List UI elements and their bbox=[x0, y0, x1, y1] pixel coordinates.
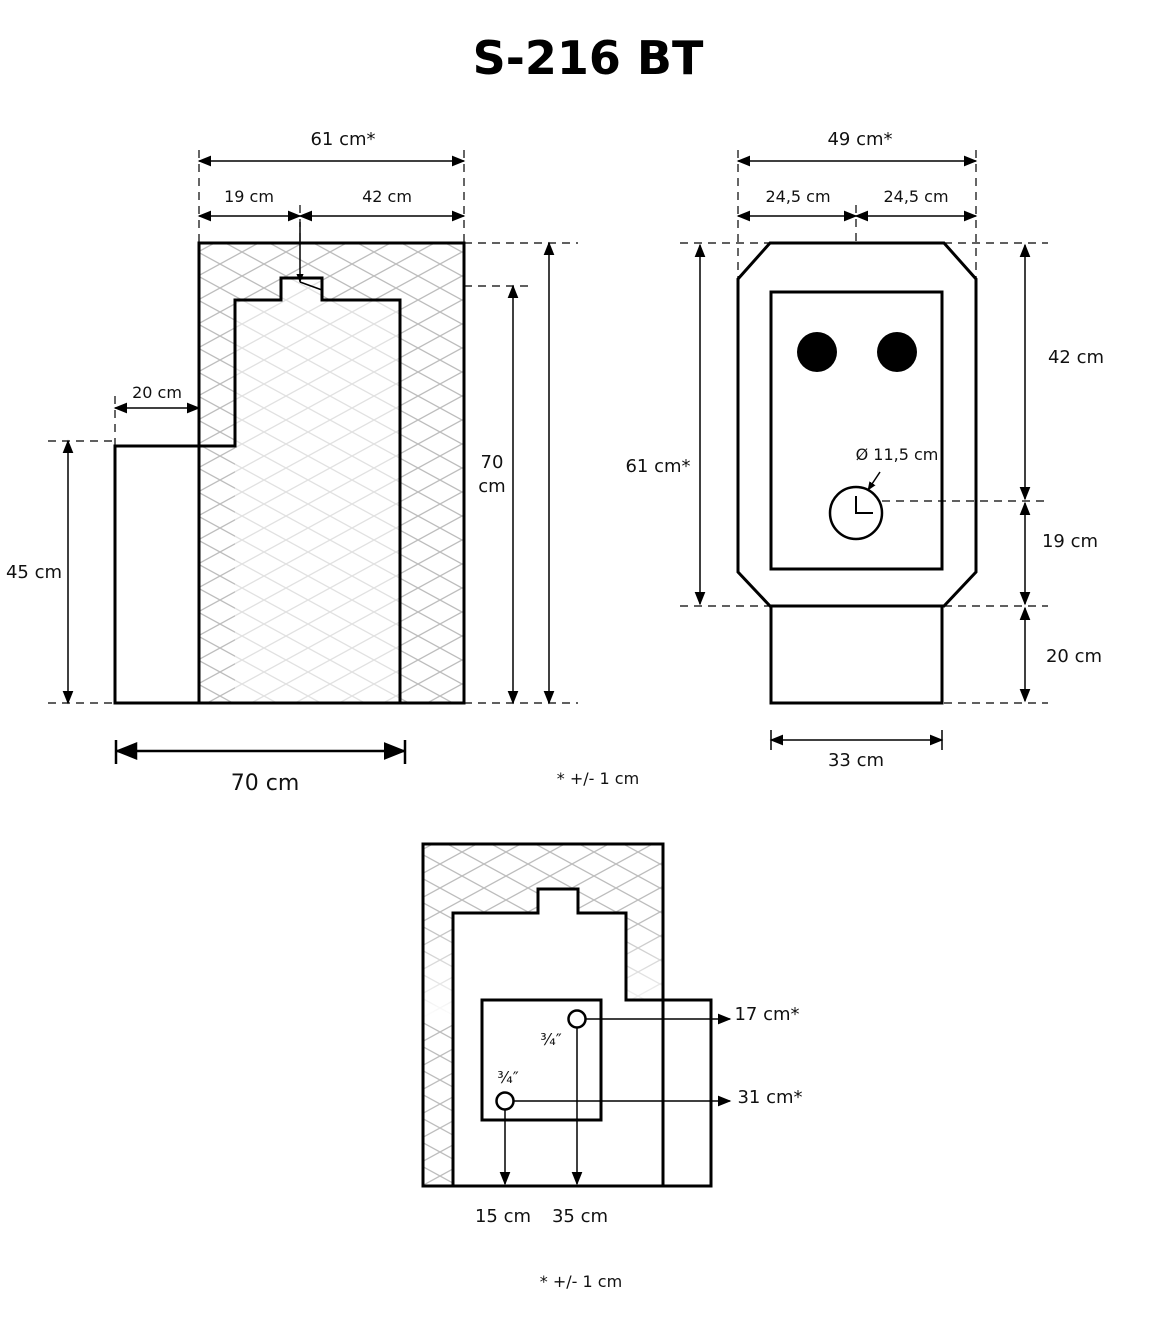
front-sensor-right bbox=[877, 332, 917, 372]
conn-inner-fill bbox=[453, 889, 711, 1186]
front-body-outline bbox=[736, 241, 978, 608]
conn-lower-connection bbox=[495, 1091, 515, 1111]
label-front-total-height: 61 cm* bbox=[625, 456, 690, 477]
label-side-left-width: 19 cm bbox=[224, 187, 274, 206]
conn-water-tank bbox=[480, 998, 603, 1122]
label-side-inner-height-1: 70 bbox=[481, 452, 504, 473]
front-inner-panel bbox=[769, 290, 944, 571]
label-front-half-right: 24,5 cm bbox=[883, 187, 948, 206]
label-front-diameter: Ø 11,5 cm bbox=[856, 445, 939, 464]
label-side-right-width: 42 cm bbox=[362, 187, 412, 206]
label-conn-right-offset: 35 cm bbox=[552, 1206, 608, 1227]
label-conn-left-offset: 15 cm bbox=[475, 1206, 531, 1227]
front-diameter-pointer bbox=[867, 471, 881, 491]
front-view: Ø 11,5 cm 49 cm* 24,5 cm 24,5 cm 61 cm* … bbox=[625, 129, 1104, 771]
side-top-pointer bbox=[299, 281, 323, 291]
label-front-base-height: 20 cm bbox=[1046, 646, 1102, 667]
conn-upper-connection bbox=[567, 1009, 587, 1029]
tolerance-note-top: * +/- 1 cm bbox=[557, 769, 639, 788]
label-conn-lower-height: 31 cm* bbox=[737, 1087, 802, 1108]
label-front-half-left: 24,5 cm bbox=[765, 187, 830, 206]
conn-outer-outline bbox=[421, 842, 713, 1188]
label-conn-upper-height: 17 cm* bbox=[734, 1004, 799, 1025]
front-base-box bbox=[769, 604, 944, 705]
label-side-base-width: 70 cm bbox=[231, 771, 300, 796]
label-side-total-width: 61 cm* bbox=[310, 129, 375, 150]
tolerance-note-bottom: * +/- 1 cm bbox=[540, 1272, 622, 1291]
label-front-base-width: 33 cm bbox=[828, 750, 884, 771]
conn-inner-outline bbox=[451, 887, 663, 1186]
label-conn-lower-size: ¾″ bbox=[497, 1068, 519, 1087]
side-view: 61 cm* 19 cm 42 cm 20 cm 45 cm 70 cm 70 … bbox=[6, 129, 578, 796]
label-side-step-height: 45 cm bbox=[6, 562, 62, 583]
label-front-upper-height: 42 cm bbox=[1048, 347, 1104, 368]
label-front-total-width: 49 cm* bbox=[827, 129, 892, 150]
product-title: S-216 BT bbox=[473, 31, 704, 85]
label-conn-upper-size: ¾″ bbox=[540, 1030, 562, 1049]
connections-view: ¾″ ¾″ 17 cm* 31 cm* 15 cm 35 cm bbox=[421, 842, 803, 1227]
side-inner-fill bbox=[235, 278, 400, 703]
front-pipe-mark bbox=[855, 496, 873, 514]
side-inner-outline bbox=[199, 276, 402, 703]
label-front-mid-height: 19 cm bbox=[1042, 531, 1098, 552]
front-sensor-left bbox=[797, 332, 837, 372]
label-side-step-width: 20 cm bbox=[132, 383, 182, 402]
label-side-inner-height-2: cm bbox=[478, 476, 505, 497]
